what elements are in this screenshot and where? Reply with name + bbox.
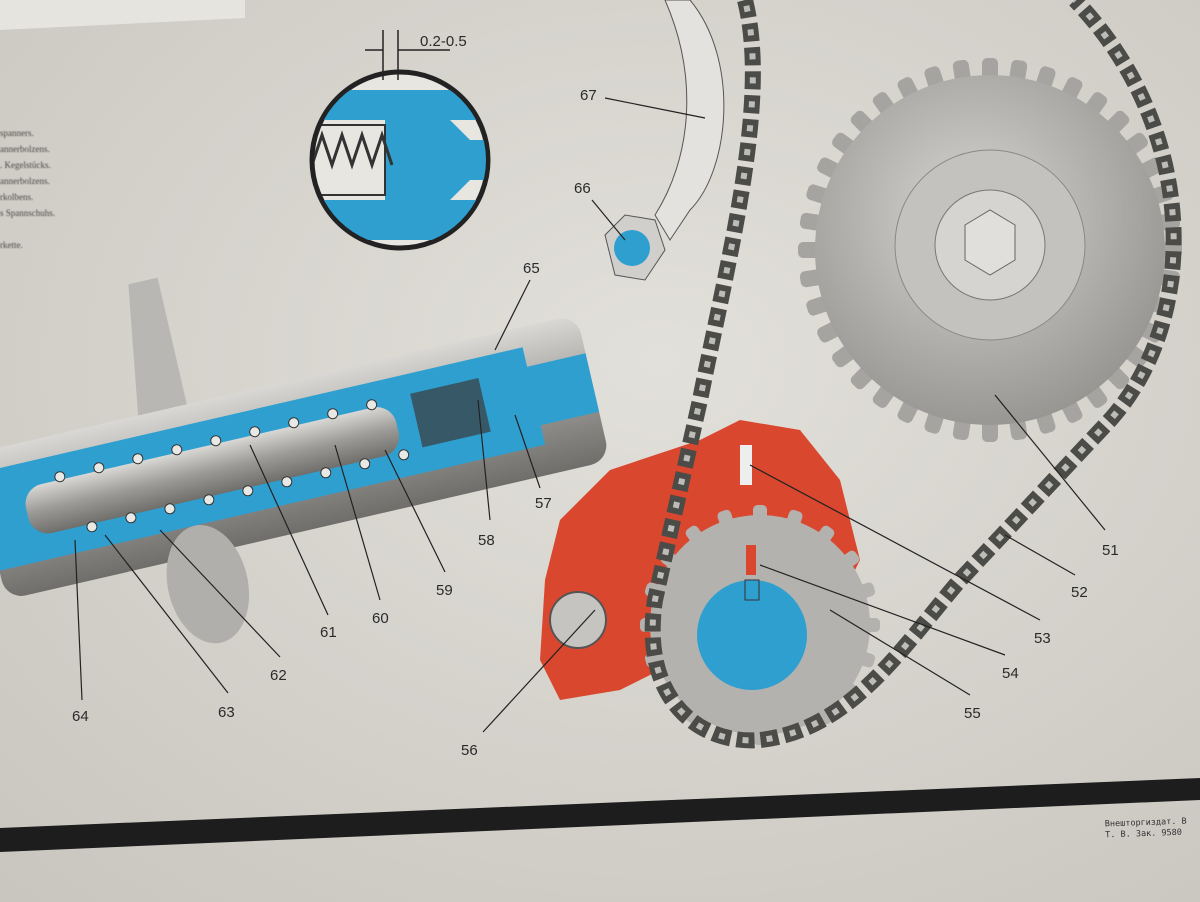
- gear-tooth: [753, 505, 767, 523]
- gear-tooth: [717, 509, 734, 529]
- spring-coil: [164, 503, 176, 515]
- gear-tooth: [786, 509, 803, 529]
- legend-line: rkette.: [0, 240, 23, 250]
- legend-line: annerbolzens.: [0, 144, 50, 154]
- legend-line: s Spannschuhs.: [0, 208, 56, 218]
- key-slot: [740, 445, 752, 485]
- spring-coil: [398, 449, 410, 461]
- spring-coil: [281, 476, 293, 488]
- gear-tooth: [856, 582, 876, 599]
- detail-magnifier: [309, 30, 491, 251]
- gear-tooth: [840, 550, 860, 569]
- callout-66: 66: [574, 180, 591, 197]
- gear-tooth: [685, 525, 704, 545]
- legend-line: . Kegelstücks.: [0, 160, 51, 170]
- gear-tooth: [856, 651, 876, 668]
- callout-63: 63: [218, 704, 235, 721]
- callout-54: 54: [1002, 665, 1019, 682]
- spring-coil: [320, 467, 332, 479]
- callout-60: 60: [372, 610, 389, 627]
- spring-coil: [171, 444, 183, 456]
- spring-coil: [242, 485, 254, 497]
- spring-coil: [366, 399, 378, 411]
- camshaft-sprocket: [798, 58, 1182, 442]
- callout-62: 62: [270, 667, 287, 684]
- spring-coil: [125, 512, 137, 524]
- callout-65: 65: [523, 260, 540, 277]
- spring-coil: [93, 462, 105, 474]
- gear-tooth: [816, 525, 835, 545]
- legend-line: spanners.: [0, 128, 34, 138]
- spring-coil: [249, 426, 261, 438]
- spring-coil: [327, 408, 339, 420]
- clearance-dimension-label: 0.2-0.5: [420, 33, 467, 50]
- chain-guide-rail: [654, 0, 725, 241]
- callout-53: 53: [1034, 630, 1051, 647]
- tensioner-bolt: [549, 591, 607, 649]
- callout-55: 55: [964, 705, 981, 722]
- callout-58: 58: [478, 532, 495, 549]
- callout-57: 57: [535, 495, 552, 512]
- spring-coil: [54, 471, 66, 483]
- spring-coil: [210, 435, 222, 447]
- parts-legend: spanners. annerbolzens. . Kegelstücks. a…: [0, 125, 55, 253]
- publisher-imprint: Внешторгиздат. В Т. В. Зак. 9580: [1105, 817, 1188, 842]
- callout-64: 64: [72, 708, 89, 725]
- top-left-inset: [0, 0, 245, 30]
- callout-67: 67: [580, 87, 597, 104]
- callout-56: 56: [461, 742, 478, 759]
- spring-coil: [359, 458, 371, 470]
- guide-pivot-pin: [614, 230, 650, 266]
- legend-line: annerbolzens.: [0, 176, 50, 186]
- callout-59: 59: [436, 582, 453, 599]
- callout-52: 52: [1071, 584, 1088, 601]
- chain-tensioner-cutaway: [0, 277, 607, 644]
- spring-coil: [86, 521, 98, 533]
- spring-coil: [288, 417, 300, 429]
- gear-tooth: [862, 618, 880, 632]
- spring-coil: [203, 494, 215, 506]
- callout-61: 61: [320, 624, 337, 641]
- leader-lines: [74, 97, 1106, 733]
- callout-51: 51: [1102, 542, 1119, 559]
- spring-coil: [132, 453, 144, 465]
- bottom-border-band: [0, 778, 1200, 852]
- legend-line: rkolbens.: [0, 192, 34, 202]
